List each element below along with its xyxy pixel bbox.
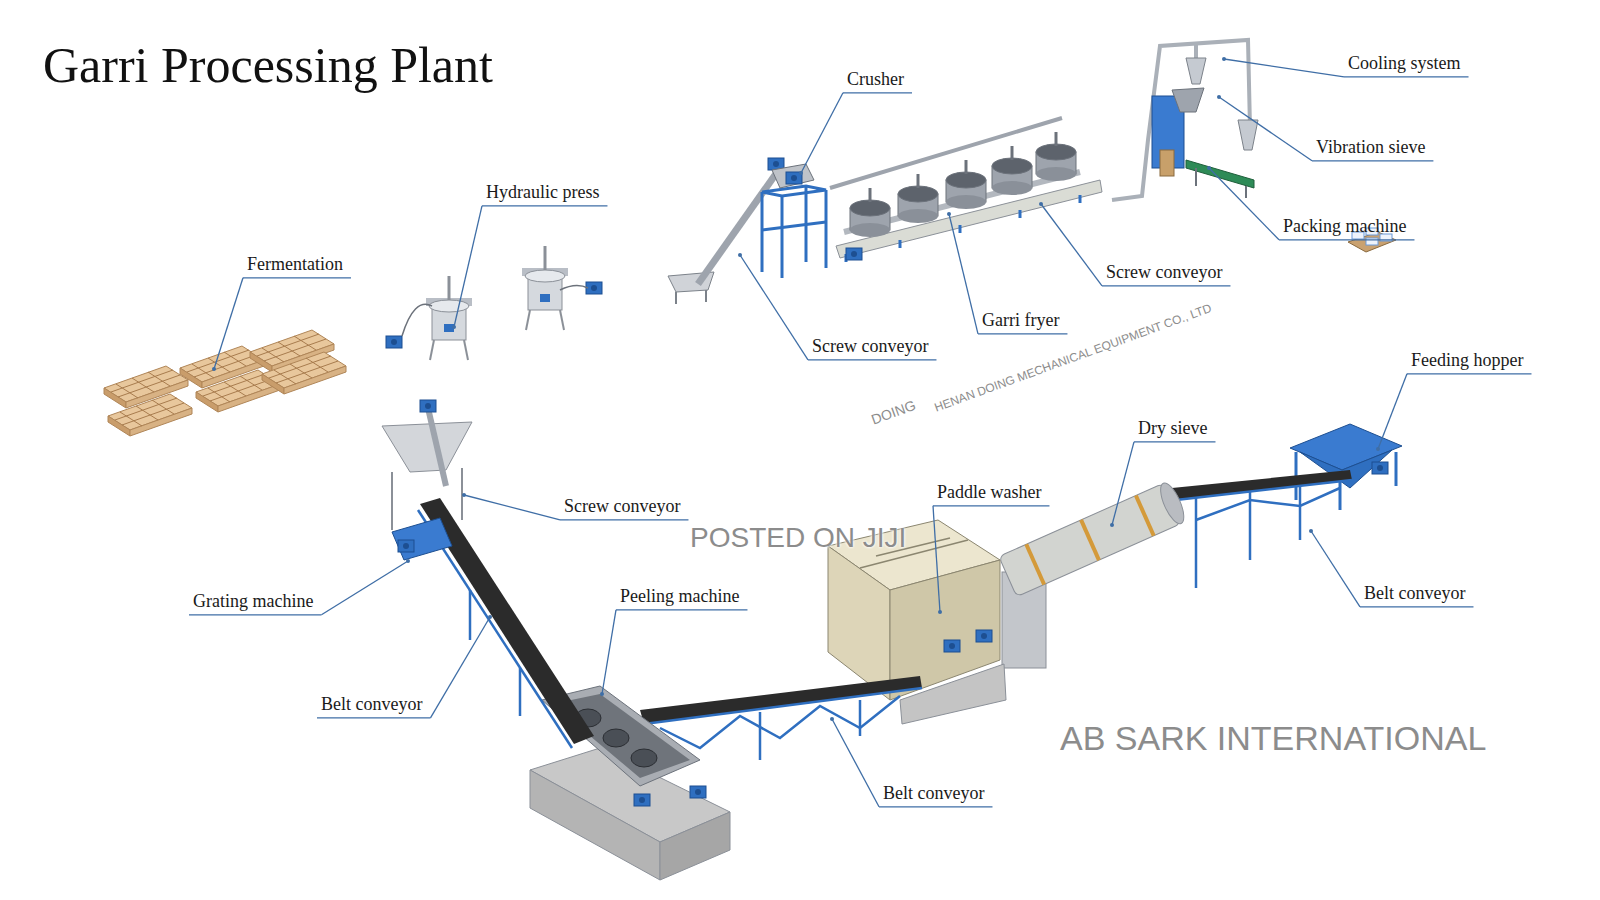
label-underline: [1279, 239, 1414, 240]
label-underline: [1360, 606, 1473, 607]
leader-dot: [1207, 166, 1211, 170]
label-underline: [1407, 373, 1531, 374]
part-label: Belt conveyor: [883, 783, 984, 805]
leader-line: [1311, 531, 1360, 607]
part-label: Screw conveyor: [1106, 262, 1222, 284]
part-label: Packing machine: [1283, 216, 1406, 238]
part-label: Dry sieve: [1138, 418, 1207, 440]
part-label: Grating machine: [193, 591, 313, 613]
leader-dot: [738, 253, 742, 257]
leader-dot: [406, 559, 410, 563]
label-underline: [933, 505, 1049, 506]
leader-line: [740, 255, 808, 360]
leader-line: [1224, 59, 1344, 77]
watermark: POSTED ON JIJI: [690, 521, 906, 555]
leader-line: [1112, 442, 1134, 525]
leader-dot: [1039, 202, 1043, 206]
leader-dot: [1217, 95, 1221, 99]
label-underline: [879, 806, 992, 807]
leader-dot: [1110, 523, 1114, 527]
leader-line: [1041, 204, 1102, 286]
leader-dot: [462, 493, 466, 497]
leader-line: [949, 214, 978, 334]
label-underline: [317, 717, 430, 718]
part-label: Screw conveyor: [564, 496, 680, 518]
leader-dot: [452, 325, 456, 329]
part-label: Feeding hopper: [1411, 350, 1523, 372]
label-underline: [243, 277, 351, 278]
leader-line: [933, 506, 940, 612]
leader-line: [464, 495, 560, 520]
label-underline: [808, 359, 936, 360]
leader-dot: [947, 212, 951, 216]
label-underline: [1134, 441, 1215, 442]
label-underline: [978, 333, 1067, 334]
label-underline: [843, 92, 912, 93]
leader-line: [321, 561, 408, 615]
leader-line: [430, 617, 490, 718]
watermark: DOING: [869, 396, 918, 427]
leader-dot: [488, 615, 492, 619]
part-label: Garri fryer: [982, 310, 1059, 332]
watermark: AB SARK INTERNATIONAL: [1060, 718, 1486, 759]
leader-line: [832, 719, 879, 807]
leader-line: [602, 610, 616, 694]
leader-line: [1378, 374, 1407, 449]
label-underline: [1344, 76, 1469, 77]
leader-dot: [1222, 57, 1226, 61]
part-label: Fermentation: [247, 254, 343, 276]
part-label: Vibration sieve: [1316, 137, 1425, 159]
leader-line: [801, 93, 843, 173]
leader-line: [214, 278, 243, 369]
leader-dot: [830, 717, 834, 721]
part-label: Screw conveyor: [812, 336, 928, 358]
part-label: Belt conveyor: [321, 694, 422, 716]
part-label: Crusher: [847, 69, 904, 91]
part-label: Peeling machine: [620, 586, 739, 608]
leader-dot: [799, 171, 803, 175]
part-label: Cooling system: [1348, 53, 1461, 75]
label-underline: [189, 614, 321, 615]
leader-dot: [212, 367, 216, 371]
leader-line: [454, 206, 482, 327]
part-label: Paddle washer: [937, 482, 1041, 504]
diagram-title: Garri Processing Plant: [43, 38, 493, 93]
leader-dot: [1309, 529, 1313, 533]
label-underline: [560, 519, 688, 520]
part-label: Belt conveyor: [1364, 583, 1465, 605]
label-underline: [1312, 160, 1433, 161]
leader-line: [1209, 168, 1279, 240]
label-underline: [1102, 285, 1230, 286]
leader-dot: [1376, 447, 1380, 451]
leader-line: [1219, 97, 1312, 161]
leader-dot: [938, 610, 942, 614]
label-underline: [616, 609, 747, 610]
label-underline: [482, 205, 607, 206]
leader-dot: [600, 692, 604, 696]
part-label: Hydraulic press: [486, 182, 599, 204]
